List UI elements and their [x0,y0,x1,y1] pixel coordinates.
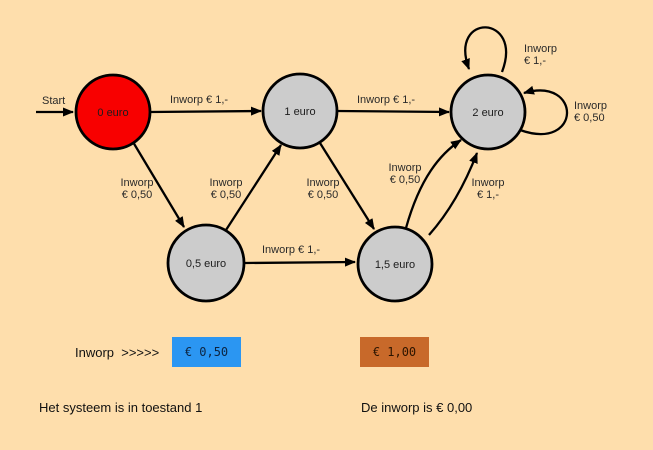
edge-1euro-15euro-label1: Inworp [306,177,339,189]
edge-1euro-15euro-label2: € 0,50 [308,189,339,201]
coin-100-button[interactable]: € 1,00 [360,337,429,367]
edge-0euro-1euro [149,106,262,116]
inworp-prompt: Inworp >>>>> [75,345,160,360]
edge-15euro-2euro-euro-label1: Inworp [471,177,504,189]
loop-2euro-euro-label2: € 1,- [524,55,546,67]
edge-15euro-2euro-coin-label2: € 0,50 [390,174,421,186]
state-label-2euro: 2 euro [472,107,503,119]
edge-15euro-2euro-coin-label1: Inworp [388,162,421,174]
edge-05euro-1euro-label1: Inworp [209,177,242,189]
state-node-2euro: 2 euro [449,73,527,151]
state-diagram: Start Inworp € 1,- Inworp € 1,- Inworp €… [36,26,607,303]
loop-2euro-coin-label2: € 0,50 [574,112,605,124]
edge-05euro-1euro-label2: € 0,50 [211,189,242,201]
edge-05euro-1euro [225,144,282,231]
edge-0euro-1euro-label: Inworp € 1,- [170,94,228,106]
edge-1euro-15euro [319,142,375,230]
state-node-0euro: 0 euro [74,73,152,151]
loop-2euro-coin-label1: Inworp [574,100,607,112]
edge-15euro-2euro-coin [404,139,462,229]
edge-0euro-05euro-label1: Inworp [120,177,153,189]
loop-2euro-euro [461,26,508,73]
state-node-05euro: 0,5 euro [166,223,246,303]
state-label-0euro: 0 euro [97,107,128,119]
deposit-text: De inworp is € 0,00 [361,400,473,415]
loop-2euro-coin [519,85,569,136]
state-node-1euro: 1 euro [261,72,339,150]
edge-05euro-15euro [244,257,356,267]
state-circle-15euro [356,225,434,303]
state-label-05euro: 0,5 euro [186,258,226,270]
state-node-15euro: 1,5 euro [356,225,434,303]
state-circle-1euro [261,72,339,150]
start-label: Start [42,95,65,107]
edge-0euro-05euro-label2: € 0,50 [122,189,153,201]
state-label-15euro: 1,5 euro [375,259,415,271]
coin-050-button[interactable]: € 0,50 [172,337,241,367]
state-circle-05euro [166,223,246,303]
edge-1euro-2euro-label: Inworp € 1,- [357,94,415,106]
state-circle-0euro [74,73,152,151]
state-label-1euro: 1 euro [284,106,315,118]
loop-2euro-euro-label1: Inworp [524,43,557,55]
edge-1euro-2euro [336,107,450,117]
state-circle-2euro [449,73,527,151]
edge-0euro-05euro [132,141,185,228]
edge-15euro-2euro-euro-label2: € 1,- [477,189,499,201]
system-state-text: Het systeem is in toestand 1 [39,400,203,415]
edge-15euro-2euro-euro [428,152,479,236]
edge-05euro-15euro-label: Inworp € 1,- [262,244,320,256]
